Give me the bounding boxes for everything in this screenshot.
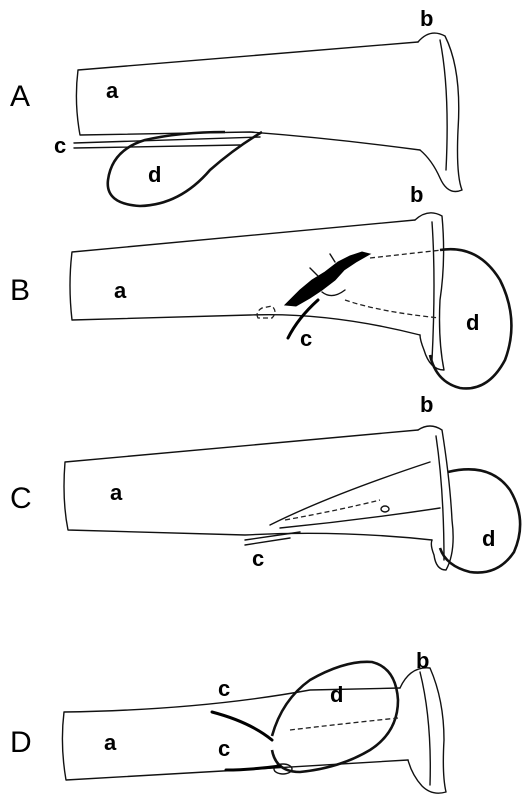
part-label-a: a [104,730,117,755]
part-label-d: d [330,682,343,707]
head-inner-line [432,222,434,360]
part-label-c: c [252,546,264,571]
shaft-outline [76,42,420,150]
pouch-d [272,662,398,772]
panel-b: B a b c d [10,182,511,388]
pouch-d [108,132,262,206]
panel-d: D a b c c d [10,648,446,793]
part-label-d: d [482,526,495,551]
part-label-b: b [420,392,433,417]
part-label-c: c [54,133,66,158]
head-outline [418,33,462,191]
part-label-a: a [114,278,127,303]
head-outline [415,213,444,370]
part-label-a: a [110,480,123,505]
head-inner-line [420,672,430,785]
panel-label-d: D [10,726,32,759]
panel-label-b: B [10,274,30,307]
head-inner-line [440,40,447,170]
catheter-c-lower [226,766,280,770]
part-label-b: b [410,182,423,207]
panel-a: A a b c d [10,6,462,206]
part-label-c-lower: c [218,736,230,761]
part-label-c: c [300,326,312,351]
part-label-a: a [106,78,119,103]
internal-dashed-path [290,718,398,730]
panel-label-c: C [10,482,32,515]
head-inner-line [436,436,444,560]
panel-c: C a b c d [10,392,520,573]
scar-lesion [285,252,370,306]
part-label-c-upper: c [218,676,230,701]
small-ring [381,506,389,512]
head-outline [418,426,453,570]
internal-dashed-path [285,500,380,520]
part-label-d: d [148,162,161,187]
part-label-d: d [466,310,479,335]
catheter-c [74,137,260,148]
part-label-b: b [420,6,433,31]
part-label-b: b [416,648,429,673]
panel-label-a: A [10,80,30,113]
